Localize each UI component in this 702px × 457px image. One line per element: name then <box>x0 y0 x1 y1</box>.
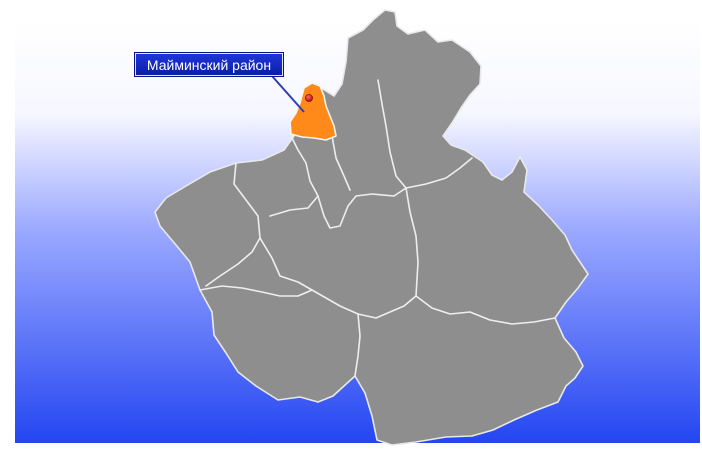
district-border-7 <box>259 237 417 319</box>
location-marker-icon <box>305 94 313 102</box>
mayminsky-district[interactable] <box>289 82 337 141</box>
district-border-6 <box>269 195 319 217</box>
district-border-8 <box>405 187 419 297</box>
district-border-4 <box>405 157 473 189</box>
district-border-9 <box>415 295 556 325</box>
district-border-10 <box>354 313 361 377</box>
altai-republic-outline[interactable] <box>154 9 589 446</box>
district-border-11 <box>199 285 313 297</box>
district-label: Майминский район <box>135 53 283 76</box>
district-border-3 <box>377 79 407 189</box>
label-pointer-line <box>271 75 305 113</box>
district-border-1 <box>289 133 407 229</box>
